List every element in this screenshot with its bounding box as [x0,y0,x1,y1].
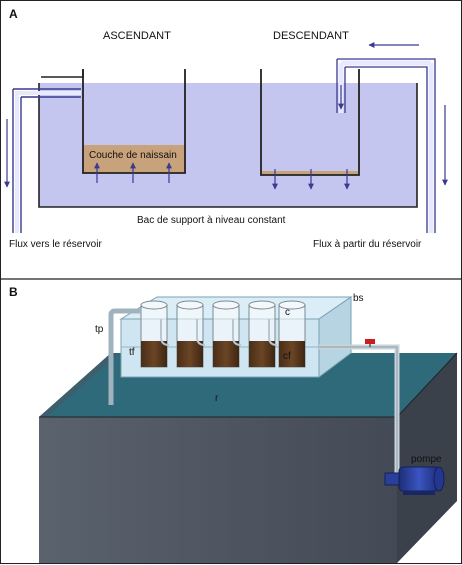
overflow-tube-label: tp [95,324,104,335]
reservoir-label: r [215,393,219,404]
pump-label: pompe [411,454,442,465]
support-tank-wall [38,83,418,208]
downflow-silo [260,69,360,176]
downflow-seed-layer [261,171,359,175]
silo [140,300,170,368]
support-box-label: bs [353,293,364,304]
valve-icon [365,339,375,344]
overflow-tube [108,308,141,405]
pump-icon [384,466,445,495]
cylinder-label: c [285,307,290,318]
upflow-silo [82,69,186,174]
outflow-pipe-top [13,88,81,98]
support-tank-label: Bac de support à niveau constant [137,215,286,226]
panel-a-letter: A [9,7,18,21]
inflow-pipe [336,58,436,233]
upflow-silo-lip [41,69,84,78]
reservoir-front-wall [39,417,397,563]
reservoir-rim-left [39,353,119,417]
silo [176,300,206,368]
flow-out-label: Flux vers le réservoir [9,239,102,250]
filter-tube-label: tf [129,347,135,358]
silo [278,300,306,368]
outflow-pipe [12,89,22,233]
support-box-side [318,296,352,378]
flow-in-label: Flux à partir du réservoir [313,239,422,250]
reservoir-side-wall [397,353,457,563]
fine-mesh-label: cf [283,351,291,362]
upflow-title: ASCENDANT [103,30,171,42]
downflow-title: DESCENDANT [273,30,349,42]
silo [212,300,242,368]
silo [248,300,278,368]
seed-layer-label: Couche de naissain [89,150,177,161]
panel-b-letter: B [9,285,18,299]
